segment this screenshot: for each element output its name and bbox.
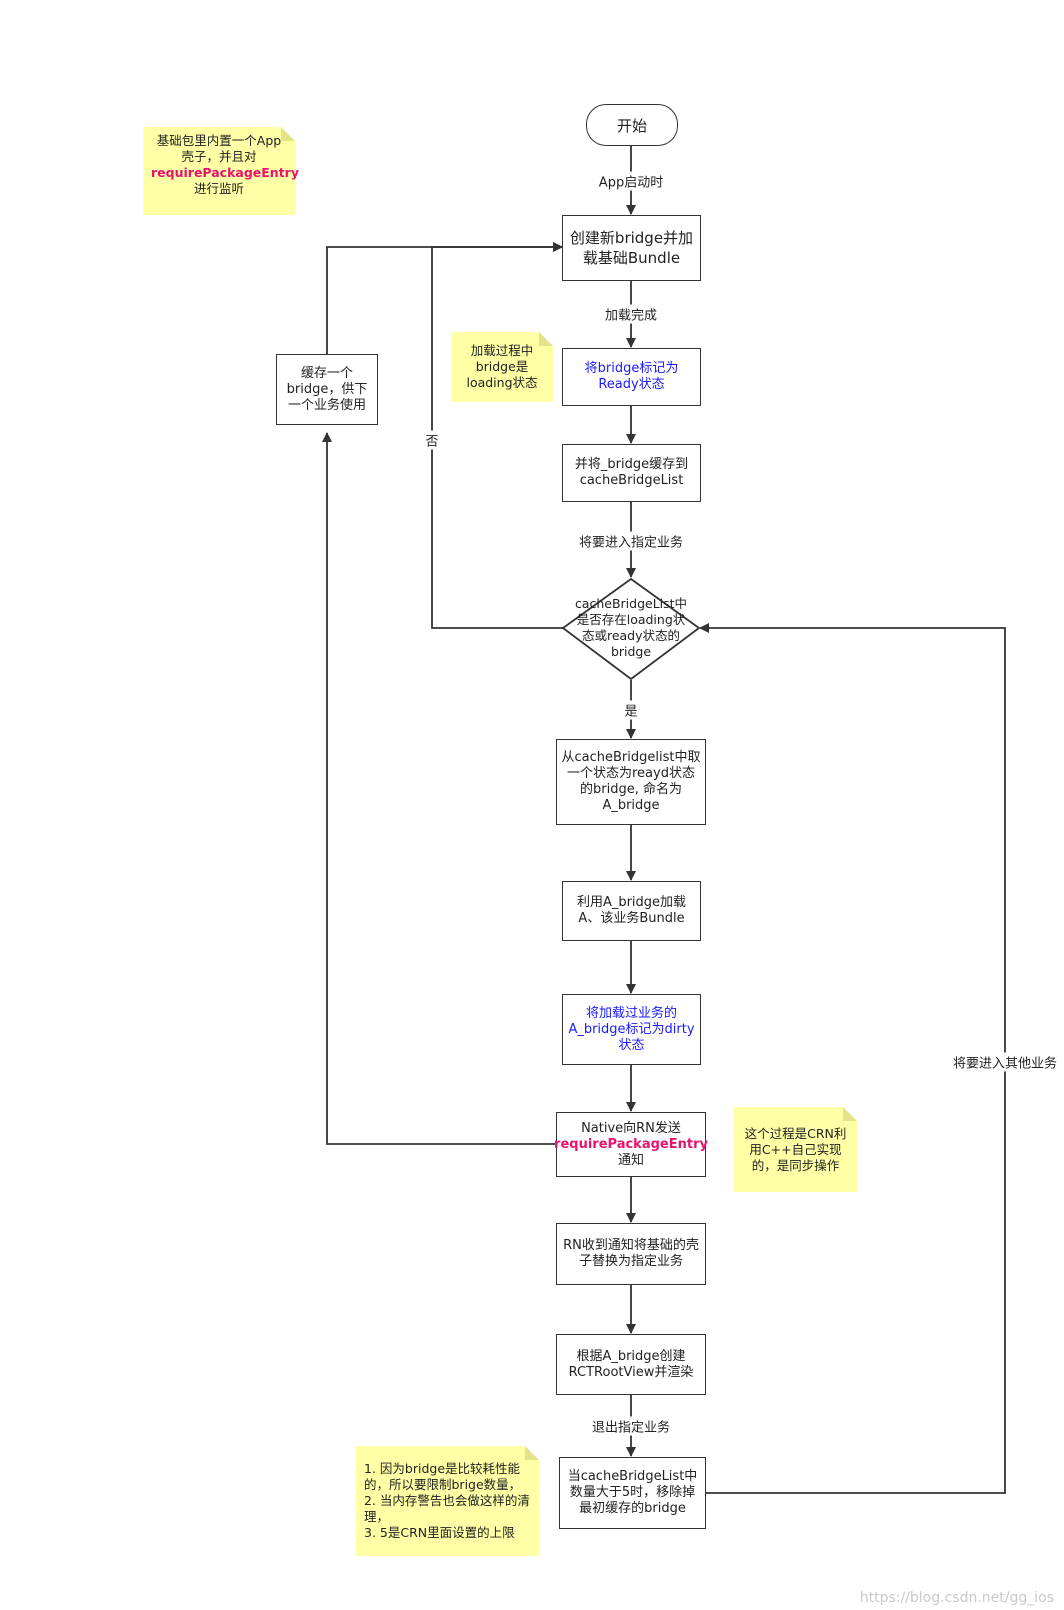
remove-cache-box: 当cacheBridgeList中数量大于5时，移除掉最初缓存的bridge [559, 1457, 706, 1529]
create-bridge-text: 创建新bridge并加载基础Bundle [569, 229, 694, 267]
notify-text: Native向RN发送requirePackageEntry通知 [554, 1121, 708, 1169]
replace-shell-text: RN收到通知将基础的壳子替换为指定业务 [563, 1238, 699, 1269]
load-bundle-box: 利用A_bridge加载A、该业务Bundle [562, 881, 701, 941]
notify-pre: Native向RN发送 [581, 1120, 681, 1136]
label-enter-business: 将要进入指定业务 [576, 531, 686, 551]
mark-ready-text: 将bridge标记为Ready状态 [584, 361, 679, 392]
note1-post: 进行监听 [193, 181, 244, 196]
note1-pre: 基础包里内置一个App壳子，并且对 [156, 133, 282, 164]
note-bridge-limit: 1. 因为bridge是比较耗性能的，所以要限制brige数量， 2. 当内存警… [356, 1446, 539, 1556]
note-limit-line1: 1. 因为bridge是比较耗性能的，所以要限制brige数量， [364, 1461, 522, 1492]
note-crn-sync: 这个过程是CRN利用C++自己实现的，是同步操作 [734, 1107, 857, 1192]
label-app-start: App启动时 [596, 171, 666, 191]
label-no: 否 [423, 430, 441, 450]
take-bridge-box: 从cacheBridgelist中取一个状态为reayd状态的bridge, 命… [556, 739, 706, 825]
note-loading-text: 加载过程中bridge是loading状态 [466, 343, 538, 390]
cache-bridge-box: 并将_bridge缓存到cacheBridgeList [562, 444, 701, 502]
note-shell-text: 基础包里内置一个App壳子，并且对requirePackageEntry进行监听 [151, 133, 299, 196]
note-shell-listen: 基础包里内置一个App壳子，并且对requirePackageEntry进行监听 [143, 127, 299, 215]
remove-cache-text: 当cacheBridgeList中数量大于5时，移除掉最初缓存的bridge [567, 1469, 698, 1516]
notify-post: 通知 [617, 1152, 644, 1168]
edge-decision-no [431, 242, 565, 629]
label-enter-other: 将要进入其他业务 [950, 1052, 1060, 1072]
replace-shell-box: RN收到通知将基础的壳子替换为指定业务 [556, 1223, 706, 1285]
decision-label: cacheBridgeList中是否存在loading状态或ready状态的br… [574, 596, 688, 659]
label-exit-business: 退出指定业务 [589, 1416, 673, 1436]
note-loading-state: 加载过程中bridge是loading状态 [451, 332, 553, 402]
edge-notify-cache-next [322, 432, 556, 1145]
decision-diamond [561, 577, 701, 681]
start-node: 开始 [586, 104, 678, 146]
mark-dirty-text: 将加载过业务的A_bridge标记为dirty状态 [568, 1005, 695, 1053]
note1-highlight: requirePackageEntry [151, 165, 299, 180]
mark-dirty-box: 将加载过业务的A_bridge标记为dirty状态 [562, 994, 701, 1065]
cache-next-box: 缓存一个bridge，供下一个业务使用 [276, 354, 378, 425]
cache-bridge-text: 并将_bridge缓存到cacheBridgeList [574, 457, 689, 488]
load-bundle-text: 利用A_bridge加载A、该业务Bundle [576, 895, 687, 926]
start-label: 开始 [616, 116, 647, 135]
edge-cache-next-create [326, 242, 563, 354]
label-yes: 是 [622, 700, 640, 720]
create-bridge-box: 创建新bridge并加载基础Bundle [562, 215, 701, 281]
label-load-done: 加载完成 [602, 304, 660, 324]
decision-text: cacheBridgeList中是否存在loading状态或ready状态的br… [572, 596, 690, 660]
take-bridge-text: 从cacheBridgelist中取一个状态为reayd状态的bridge, 命… [561, 750, 701, 813]
notify-highlight: requirePackageEntry [554, 1136, 708, 1152]
note-limit-line3: 3. 5是CRN里面设置的上限 [364, 1525, 515, 1540]
cache-next-text: 缓存一个bridge，供下一个业务使用 [286, 365, 368, 413]
notify-box: Native向RN发送requirePackageEntry通知 [554, 1112, 708, 1177]
render-root-text: 根据A_bridge创建RCTRootView并渲染 [568, 1348, 694, 1380]
mark-ready-box: 将bridge标记为Ready状态 [562, 348, 701, 406]
watermark: https://blog.csdn.net/gg_ios [859, 1590, 1054, 1606]
note-crn-text: 这个过程是CRN利用C++自己实现的，是同步操作 [744, 1125, 847, 1173]
render-root-box: 根据A_bridge创建RCTRootView并渲染 [556, 1334, 706, 1395]
note-limit-line2: 2. 当内存警告也会做这样的清理， [364, 1493, 530, 1524]
